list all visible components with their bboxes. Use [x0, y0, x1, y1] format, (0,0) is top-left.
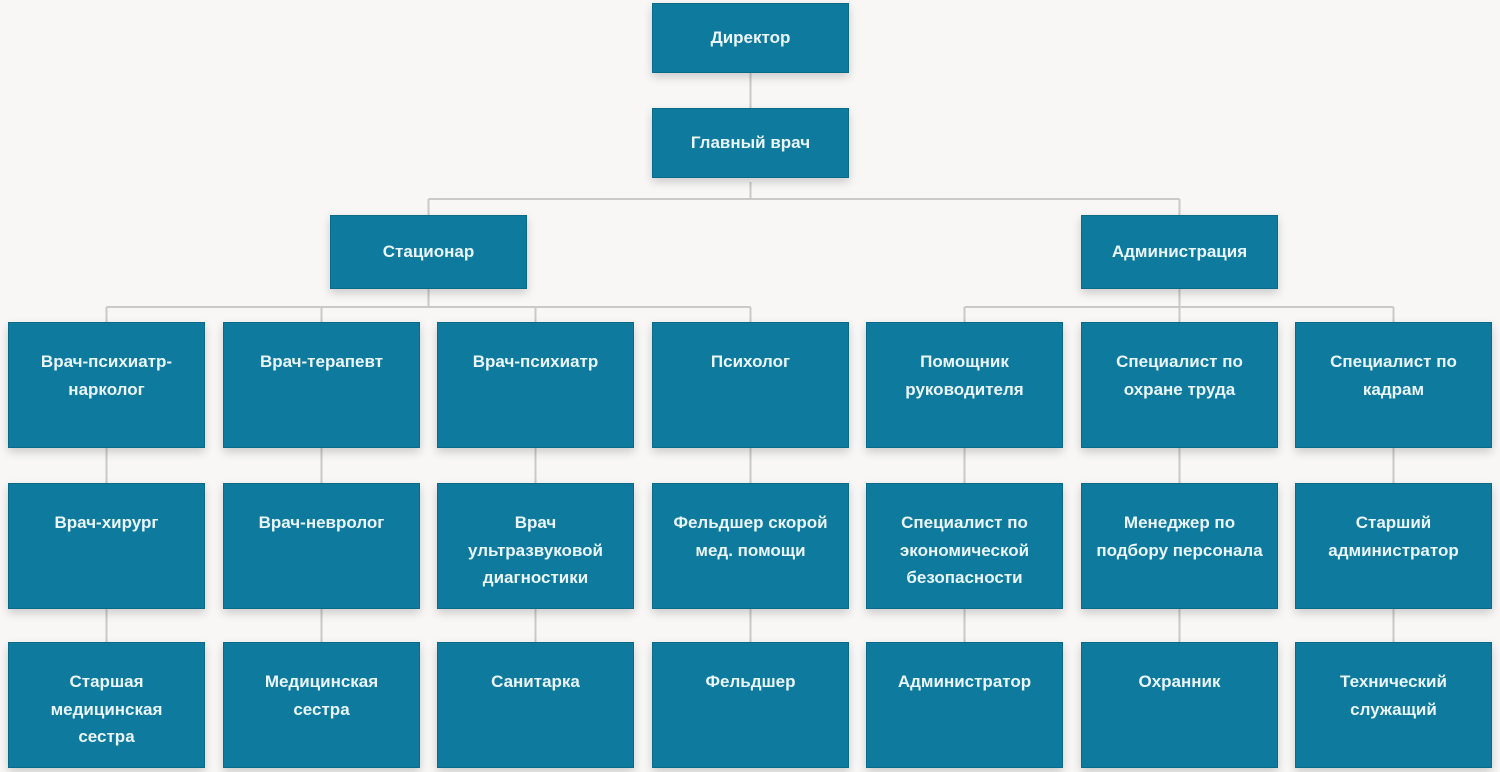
- node-psychologist: Психолог: [652, 322, 849, 448]
- node-ambulance-paramedic: Фельдшер скорой мед. помощи: [652, 483, 849, 609]
- node-label: Врач ультразвуковой диагностики: [467, 513, 604, 588]
- node-label: Старший администратор: [1328, 513, 1459, 560]
- connector-line: [105, 448, 1395, 483]
- node-hr-specialist: Специалист по кадрам: [1295, 322, 1492, 448]
- node-label: Администратор: [897, 672, 1032, 691]
- node-label: Охранник: [1138, 672, 1221, 691]
- node-chief-physician: Главный врач: [652, 108, 849, 178]
- node-label: Специалист по экономической безопасности: [899, 513, 1030, 588]
- node-psychiatrist-narcologist: Врач-психиатр-нарколог: [8, 322, 205, 448]
- node-branch-inpatient: Стационар: [330, 215, 527, 289]
- node-administrator: Администратор: [866, 642, 1063, 768]
- node-senior-administrator: Старший администратор: [1295, 483, 1492, 609]
- connector-line: [427, 182, 1181, 215]
- node-label: Специалист по охране труда: [1116, 352, 1243, 399]
- node-label: Старшая медицинская сестра: [50, 672, 163, 747]
- node-orderly: Санитарка: [437, 642, 634, 768]
- node-neurologist: Врач-невролог: [223, 483, 420, 609]
- node-security-guard: Охранник: [1081, 642, 1278, 768]
- node-label: Менеджер по подбору персонала: [1096, 513, 1263, 560]
- node-label: Врач-терапевт: [259, 352, 384, 371]
- node-label: Врач-невролог: [258, 513, 385, 532]
- node-label: Специалист по кадрам: [1330, 352, 1457, 399]
- node-nurse: Медицинская сестра: [223, 642, 420, 768]
- node-economic-security-specialist: Специалист по экономической безопасности: [866, 483, 1063, 609]
- node-label: Директор: [710, 28, 791, 48]
- node-label: Стационар: [382, 242, 475, 262]
- connector-line: [105, 609, 1395, 642]
- connector-line: [963, 289, 1395, 322]
- node-label: Врач-психиатр-нарколог: [40, 352, 173, 399]
- node-surgeon: Врач-хирург: [8, 483, 205, 609]
- node-psychiatrist: Врач-психиатр: [437, 322, 634, 448]
- node-therapist: Врач-терапевт: [223, 322, 420, 448]
- node-director: Директор: [652, 3, 849, 73]
- connector-line: [105, 289, 752, 322]
- node-paramedic: Фельдшер: [652, 642, 849, 768]
- node-recruiting-manager: Менеджер по подбору персонала: [1081, 483, 1278, 609]
- node-label: Фельдшер: [705, 672, 796, 691]
- node-head-nurse: Старшая медицинская сестра: [8, 642, 205, 768]
- node-ultrasound-doctor: Врач ультразвуковой диагностики: [437, 483, 634, 609]
- node-label: Технический служащий: [1340, 672, 1447, 719]
- node-technical-employee: Технический служащий: [1295, 642, 1492, 768]
- node-label: Врач-психиатр: [472, 352, 599, 371]
- node-assistant-to-director: Помощник руководителя: [866, 322, 1063, 448]
- node-label: Администрация: [1111, 242, 1248, 262]
- node-branch-administration: Администрация: [1081, 215, 1278, 289]
- node-label: Главный врач: [690, 133, 811, 153]
- node-label: Помощник руководителя: [905, 352, 1024, 399]
- node-label: Врач-хирург: [54, 513, 159, 532]
- node-label: Медицинская сестра: [264, 672, 379, 719]
- node-label: Санитарка: [491, 672, 580, 691]
- node-label: Психолог: [710, 352, 791, 371]
- node-label: Фельдшер скорой мед. помощи: [673, 513, 828, 560]
- node-labor-safety-specialist: Специалист по охране труда: [1081, 322, 1278, 448]
